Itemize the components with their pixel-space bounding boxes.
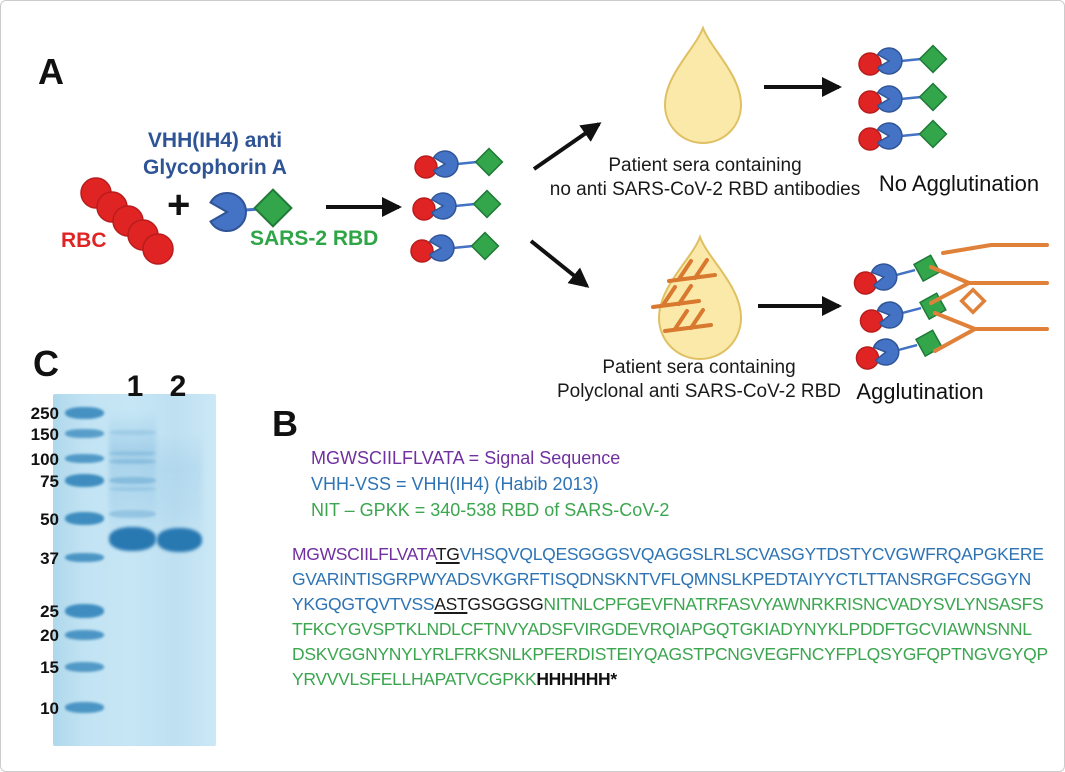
rbc-label: RBC	[61, 229, 107, 252]
ladder-band-250	[65, 407, 104, 419]
mw-label-100: 100	[30, 449, 59, 469]
sequence-segment: TG	[435, 544, 460, 564]
sars2-rbd-label: SARS-2 RBD	[250, 227, 379, 250]
sequence-line: MGWSCIILFLVATATGVHSQVQLQESGGGSVQAGGSLRLS…	[292, 542, 1048, 567]
mw-label-10: 10	[40, 698, 59, 718]
sequence-segment: GVARINTISGRPWYADSVKGRFTISQDNSKNTVFLQMNSL…	[292, 569, 1031, 589]
sequence-line: YRVVVLSFELLHAPATVCGPKKHHHHHH*	[292, 667, 1048, 692]
sequence-line: DSKVGGNYNYLYRLFRKSNLKPFERDISTEIYQAGSTPCN…	[292, 642, 1048, 667]
sequence-line: YKGQGTQVTVSSASTGSGGSGNITNLCPFGEVFNATRFAS…	[292, 592, 1048, 617]
ladder-band-15	[65, 662, 104, 672]
lane-1-smear	[109, 412, 156, 537]
no-agglutination-label: No Agglutination	[878, 171, 1040, 196]
sequence-segment: YKGQGTQVTVSS	[292, 594, 435, 614]
negative-sera-line1: Patient sera containing	[608, 155, 802, 176]
ladder-band-150	[65, 429, 104, 438]
sequence-segment: YRVVVLSFELLHAPATVCGPKK	[292, 669, 537, 689]
sequence-segment: VHSQVQLQESGGGSVQAGGSLRLSCVASGYTDSTYCVGWF…	[459, 544, 1044, 564]
positive-sera-line2: Polyclonal anti SARS-CoV-2 RBD	[556, 381, 842, 402]
lane-1-band	[109, 487, 156, 491]
mw-label-150: 150	[30, 424, 59, 444]
sequence-line: GVARINTISGRPWYADSVKGRFTISQDNSKNTVFLQMNSL…	[292, 567, 1048, 592]
negative-sera-caption: Patient sera containing no anti SARS-CoV…	[550, 154, 861, 202]
mw-label-50: 50	[40, 509, 59, 529]
lane-1-band	[109, 527, 156, 551]
lane-1-band	[109, 477, 156, 484]
plus-sign: +	[167, 183, 191, 227]
mw-label-25: 25	[40, 602, 59, 621]
lane-1-band	[109, 459, 156, 464]
vhh-glycophorin-label: VHH(IH4) anti Glycophorin A	[143, 127, 287, 181]
lane-1-band	[109, 451, 156, 456]
sequence-segment: MGWSCIILFLVATA	[292, 544, 436, 564]
sequence-block: MGWSCIILFLVATATGVHSQVQLQESGGGSVQAGGSLRLS…	[292, 542, 1048, 692]
ladder-band-75	[65, 474, 104, 487]
negative-sera-line2: no anti SARS-CoV-2 RBD antibodies	[549, 179, 861, 200]
lane-label-2: 2	[169, 370, 187, 403]
sequence-segment: AST	[434, 594, 468, 614]
lane-2-band	[157, 528, 202, 552]
ladder-band-20	[65, 630, 104, 640]
panel-c-label: C	[33, 343, 59, 384]
mw-label-20: 20	[40, 626, 59, 645]
mw-label-75: 75	[40, 471, 59, 491]
sequence-segment: DSKVGGNYNYLYRLFRKSNLKPFERDISTEIYQAGSTPCN…	[292, 644, 1048, 664]
sequence-segment: HHHHHH*	[536, 669, 617, 689]
sequence-segment: GSGGSG	[467, 594, 544, 614]
sequence-segment: TFKCYGVSPTKLNDLCFTNVYADSFVIRGDEVRQIAPGQT…	[292, 619, 1032, 639]
vhh-label-line1: VHH(IH4) anti	[147, 129, 283, 152]
ladder-band-50	[65, 512, 104, 525]
panel-b-label: B	[272, 403, 298, 444]
panel-a-label: A	[38, 51, 64, 92]
lane-1-band	[109, 430, 156, 435]
sequence-legend: MGWSCIILFLVATA = Signal Sequence VHH-VSS…	[311, 445, 669, 523]
vhh-label-line2: Glycophorin A	[143, 156, 287, 179]
positive-sera-line1: Patient sera containing	[602, 357, 796, 378]
ladder-band-10	[65, 702, 104, 713]
sequence-segment: NITNLCPFGEVFNATRFASVYAWNRKRISNCVADYSVLYN…	[543, 594, 1044, 614]
gel-image	[53, 394, 216, 746]
legend-signal-sequence: MGWSCIILFLVATA = Signal Sequence	[311, 448, 621, 468]
lane-2-smear	[157, 434, 202, 544]
ladder-band-37	[65, 553, 104, 562]
legend-rbd: NIT – GPKK = 340-538 RBD of SARS-CoV-2	[311, 500, 670, 520]
sequence-line: TFKCYGVSPTKLNDLCFTNVYADSFVIRGDEVRQIAPGQT…	[292, 617, 1048, 642]
ladder-band-25	[65, 604, 104, 618]
lane-label-1: 1	[126, 370, 144, 403]
mw-label-250: 250	[30, 404, 59, 423]
legend-vhh: VHH-VSS = VHH(IH4) (Habib 2013)	[311, 474, 599, 494]
agglutination-label: Agglutination	[856, 379, 984, 404]
mw-label-37: 37	[40, 548, 59, 568]
lane-1-band	[109, 510, 156, 518]
ladder-band-100	[65, 454, 104, 463]
mw-label-15: 15	[40, 658, 59, 677]
positive-sera-caption: Patient sera containing Polyclonal anti …	[557, 356, 841, 404]
